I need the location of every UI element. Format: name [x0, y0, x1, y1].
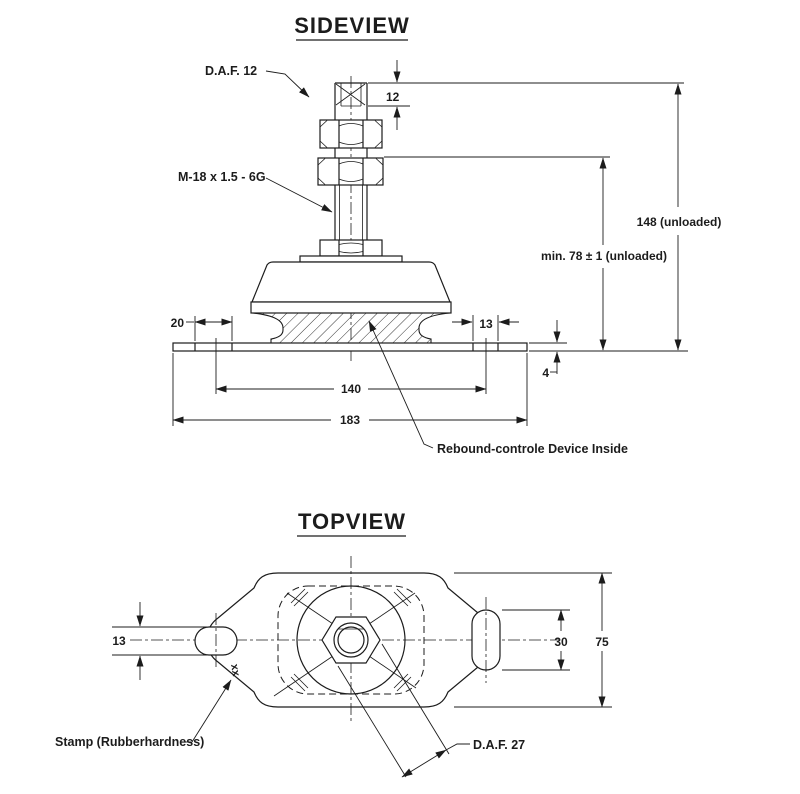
svg-text:13: 13 [112, 634, 126, 648]
dim-hole-spacing: 140 [215, 338, 487, 396]
base-plate [172, 342, 528, 352]
dim-plate-thickness: 4 [529, 320, 567, 380]
upper-lock-nut [319, 119, 383, 149]
svg-text:4: 4 [542, 366, 549, 380]
side-view-title: SIDEVIEW [294, 13, 410, 38]
top-view-title: TOPVIEW [298, 509, 406, 534]
svg-text:75: 75 [595, 635, 609, 649]
dim-socket-depth: 12 [368, 60, 684, 130]
svg-text:min. 78 ± 1 (unloaded): min. 78 ± 1 (unloaded) [541, 249, 667, 263]
label-daf12: D.A.F. 12 [205, 64, 310, 98]
center-stud-and-nut [296, 585, 406, 695]
dome-edge-diagonals [273, 592, 417, 697]
dim-total-height: 148 (unloaded) [637, 83, 722, 351]
dim-slot-length-top: 30 [502, 609, 570, 671]
housing-nut [319, 239, 383, 257]
svg-text:183: 183 [340, 413, 360, 427]
svg-text:Stamp (Rubberhardness): Stamp (Rubberhardness) [55, 735, 204, 749]
dim-daf27: D.A.F. 27 [337, 643, 525, 778]
dim-plate-width: 75 [454, 572, 612, 708]
svg-text:148 (unloaded): 148 (unloaded) [637, 215, 722, 229]
mount-housing [250, 261, 452, 314]
svg-text:12: 12 [386, 90, 400, 104]
top-view: TOPVIEW [55, 509, 612, 778]
dim-slot-width-side: 13 [452, 315, 519, 341]
dim-slot-width-top: 13 [112, 602, 214, 680]
label-stamp: xx Stamp (Rubberhardness) [55, 663, 242, 749]
dim-plate-length: 183 [172, 353, 528, 427]
dim-slot-length: 20 [171, 316, 233, 341]
washer [299, 255, 403, 263]
svg-text:Rebound-controle Device Inside: Rebound-controle Device Inside [437, 442, 628, 456]
rubber-element [251, 312, 451, 344]
label-thread: M-18 x 1.5 - 6G [178, 170, 333, 213]
svg-text:140: 140 [341, 382, 361, 396]
svg-text:30: 30 [554, 635, 568, 649]
svg-text:13: 13 [479, 317, 493, 331]
svg-text:D.A.F. 27: D.A.F. 27 [473, 738, 525, 752]
svg-text:20: 20 [171, 316, 185, 330]
dim-min-height: min. 78 ± 1 (unloaded) [384, 156, 667, 351]
label-rebound: Rebound-controle Device Inside [368, 320, 628, 456]
svg-text:D.A.F. 12: D.A.F. 12 [205, 64, 257, 78]
svg-text:M-18 x 1.5 - 6G: M-18 x 1.5 - 6G [178, 170, 266, 184]
side-view: SIDEVIEW [171, 13, 722, 456]
stud [334, 82, 368, 240]
hidden-rubber-contour [277, 585, 425, 695]
rubber-hardness-stamp-mark: xx [228, 663, 242, 678]
corner-rib-marks [290, 588, 412, 692]
lower-lock-nut [317, 157, 384, 186]
